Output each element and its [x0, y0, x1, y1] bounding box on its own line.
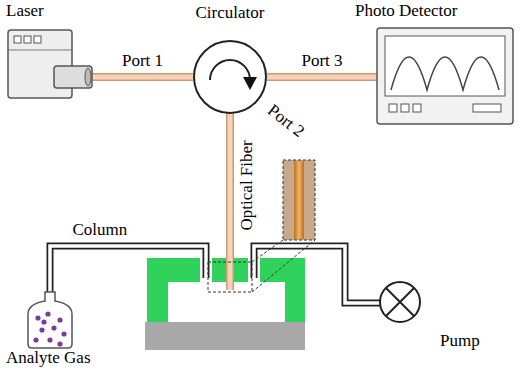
- gas-molecule: [41, 319, 46, 324]
- column-tube: [50, 246, 206, 300]
- circulator-arrowhead: [243, 77, 257, 90]
- detector-screen: [385, 36, 505, 96]
- laser-panel: [8, 50, 72, 51]
- laser-source-icon: [8, 24, 92, 100]
- gas-molecule: [45, 311, 50, 316]
- detector-trace: [391, 57, 499, 90]
- node-label: Circulator: [196, 4, 265, 23]
- laser-button: [24, 36, 31, 43]
- fiber-outline: [267, 73, 377, 81]
- column-tube: [50, 246, 206, 300]
- fiber-inset: [283, 160, 315, 240]
- fiber-core: [267, 75, 377, 80]
- gas-molecule: [57, 317, 62, 322]
- detector-body: [377, 28, 513, 124]
- fiber-label: Optical Fiber: [238, 140, 257, 230]
- gas-molecule: [57, 341, 62, 346]
- node-label: Pump: [440, 332, 480, 351]
- fiber-connector: [267, 77, 377, 78]
- chamber-base: [145, 322, 305, 350]
- column-label: Column: [73, 221, 128, 240]
- fiber-connector: [92, 77, 193, 78]
- detector-button: [413, 104, 421, 112]
- gas-molecule: [33, 337, 38, 342]
- laser-source: Laser: [4, 2, 96, 102]
- optical-circulator-shape: [193, 40, 267, 114]
- optical-circulator: Circulator: [178, 4, 282, 116]
- fiber-core: [92, 75, 193, 80]
- laser-head: [54, 66, 92, 88]
- port-label: Port 2: [263, 101, 307, 141]
- bottle-outline: [28, 292, 72, 348]
- gas-bottle: Analyte Gas: [4, 292, 108, 370]
- gas-molecule: [51, 325, 56, 330]
- zoom-line: [252, 240, 315, 292]
- zoom-box: [208, 262, 252, 292]
- pump-shape: [378, 280, 422, 324]
- node-label: Analyte Gas: [6, 349, 91, 368]
- pump-icon: [378, 280, 422, 324]
- gas-bottle-shape: [26, 292, 74, 348]
- gas-molecule: [61, 331, 66, 336]
- pump: Pump: [378, 280, 498, 356]
- gas-bottle-icon: [26, 292, 74, 348]
- laser-button: [34, 36, 41, 43]
- photo-detector-shape: [377, 28, 513, 124]
- optical-fiber: [226, 112, 234, 290]
- photo-detector: Photo Detector: [355, 2, 515, 128]
- port-label: Port 1: [122, 52, 163, 71]
- photo-detector-icon: [377, 28, 513, 124]
- gas-molecule: [39, 327, 44, 332]
- fiber-outline: [92, 73, 193, 81]
- pump-ring: [380, 282, 420, 322]
- detector-button: [401, 104, 409, 112]
- zoom-line: [252, 240, 283, 262]
- circulator-ring: [194, 41, 266, 113]
- detector-button: [389, 104, 397, 112]
- pump-cross: [386, 288, 414, 316]
- laser-source-shape: [8, 24, 92, 100]
- node-label: Laser: [6, 2, 44, 21]
- gas-molecule: [47, 337, 52, 342]
- detector-knob: [473, 104, 501, 112]
- port-label: Port 3: [301, 52, 342, 71]
- node-label: Photo Detector: [355, 2, 457, 21]
- optical-circulator-icon: [193, 40, 267, 114]
- fiber-inset-core: [294, 161, 304, 239]
- laser-aperture: [85, 68, 91, 86]
- optical-fiber: [228, 112, 233, 290]
- gas-molecule: [35, 315, 40, 320]
- laser-button: [14, 36, 21, 43]
